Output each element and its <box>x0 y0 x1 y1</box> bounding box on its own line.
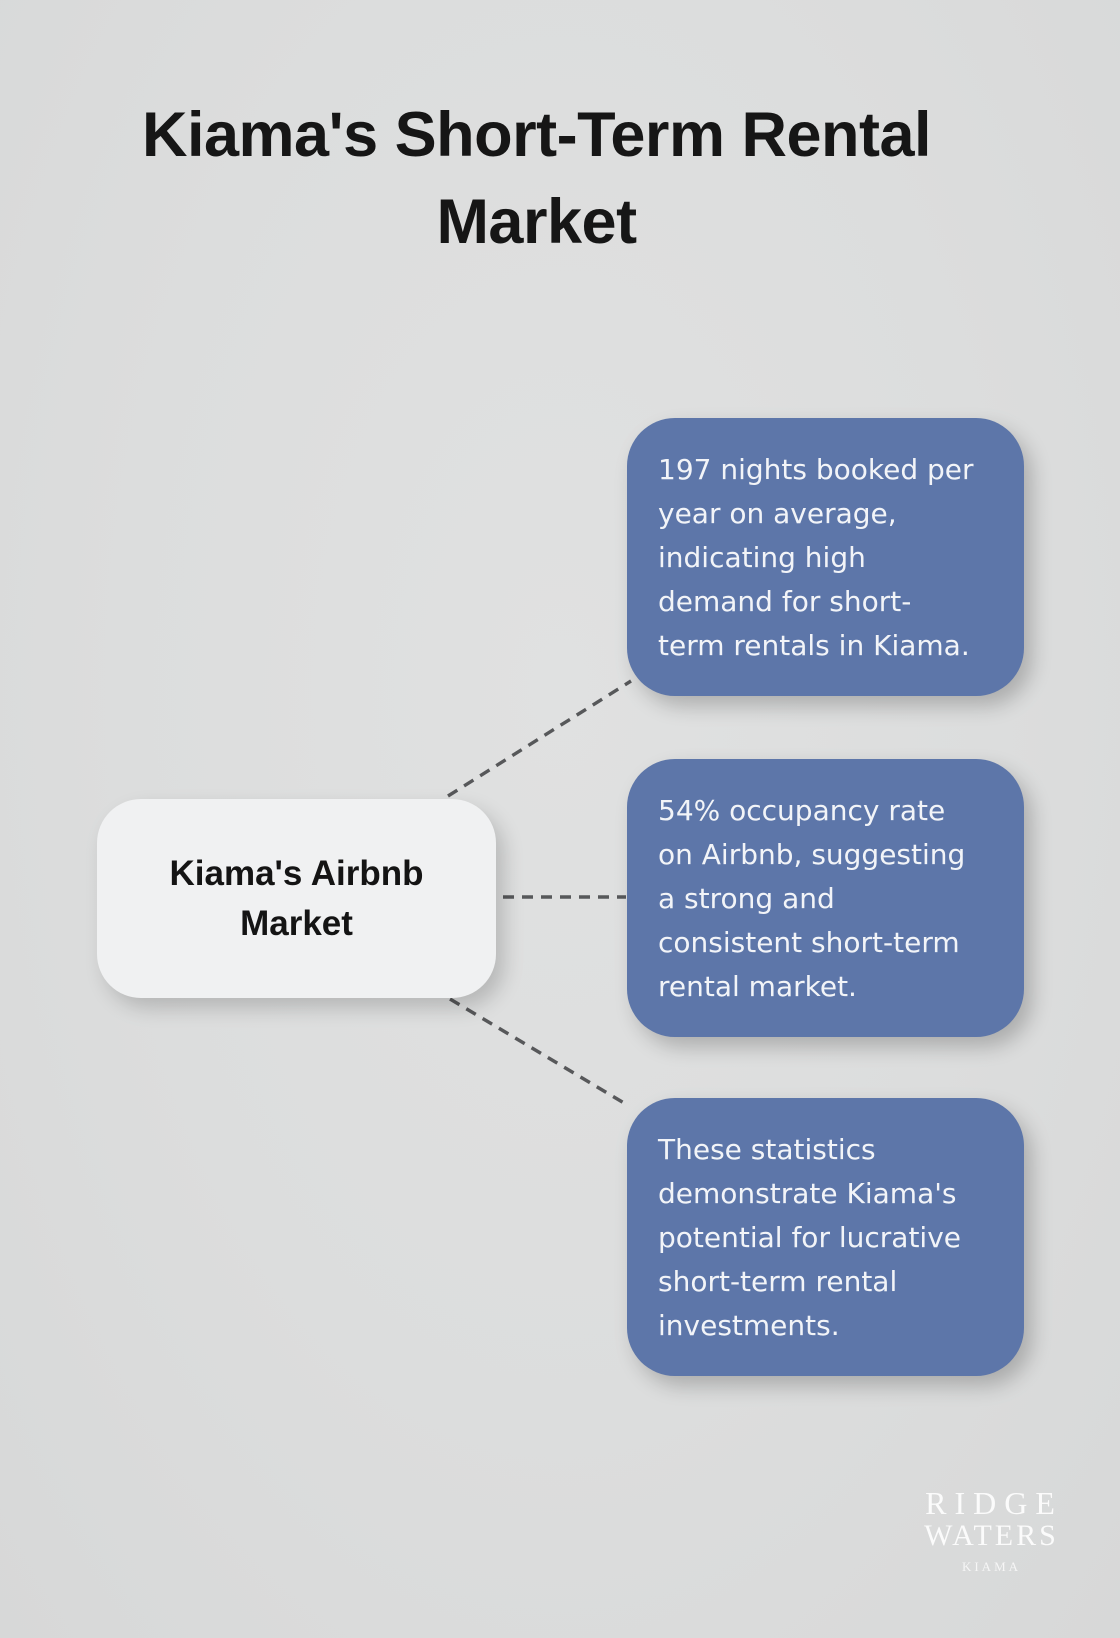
stat-card-nights-booked: 197 nights booked per year on average, i… <box>627 418 1024 696</box>
logo-wordmark-waters: WATERS <box>924 1519 1059 1552</box>
stat-card-line: potential for lucrative <box>658 1221 961 1254</box>
stat-card-occupancy-rate: 54% occupancy rate on Airbnb, suggesting… <box>627 759 1024 1037</box>
hub-node-kiama-airbnb-market: Kiama's Airbnb Market <box>97 799 496 998</box>
stat-card-line: year on average, <box>658 497 897 530</box>
stat-card-line: on Airbnb, suggesting <box>658 838 966 871</box>
hub-node-label-line-1: Kiama's Airbnb <box>169 853 424 893</box>
logo-wordmark-ridge: RIDGE <box>925 1485 1063 1521</box>
stat-card-line: a strong and <box>658 882 835 915</box>
stat-card-line: 54% occupancy rate <box>658 794 946 827</box>
stat-card-line: demand for short- <box>658 585 912 618</box>
connector-line-top <box>447 679 632 798</box>
stat-card-line: These statistics <box>658 1133 876 1166</box>
hub-node-label-line-2: Market <box>240 903 353 943</box>
stat-card-line: consistent short-term <box>658 926 960 959</box>
page-title-line-2: Market <box>436 187 637 257</box>
ridge-waters-logo: RIDGE WATERS KIAMA <box>860 1487 1120 1575</box>
stat-card-line: short-term rental <box>658 1265 898 1298</box>
stat-card-investment-potential: These statistics demonstrate Kiama's pot… <box>627 1098 1024 1376</box>
page-title: Kiama's Short-Term Rental Market <box>0 92 1073 266</box>
stat-card-line: 197 nights booked per <box>658 453 974 486</box>
stat-card-line: investments. <box>658 1309 840 1342</box>
stat-card-line: term rentals in Kiama. <box>658 629 970 662</box>
stat-card-line: demonstrate Kiama's <box>658 1177 957 1210</box>
logo-tagline-kiama: KIAMA <box>961 1559 1022 1574</box>
connector-line-bottom <box>449 997 630 1108</box>
stat-card-line: rental market. <box>658 970 857 1003</box>
page-title-line-1: Kiama's Short-Term Rental <box>142 100 932 170</box>
stat-card-line: indicating high <box>658 541 866 574</box>
